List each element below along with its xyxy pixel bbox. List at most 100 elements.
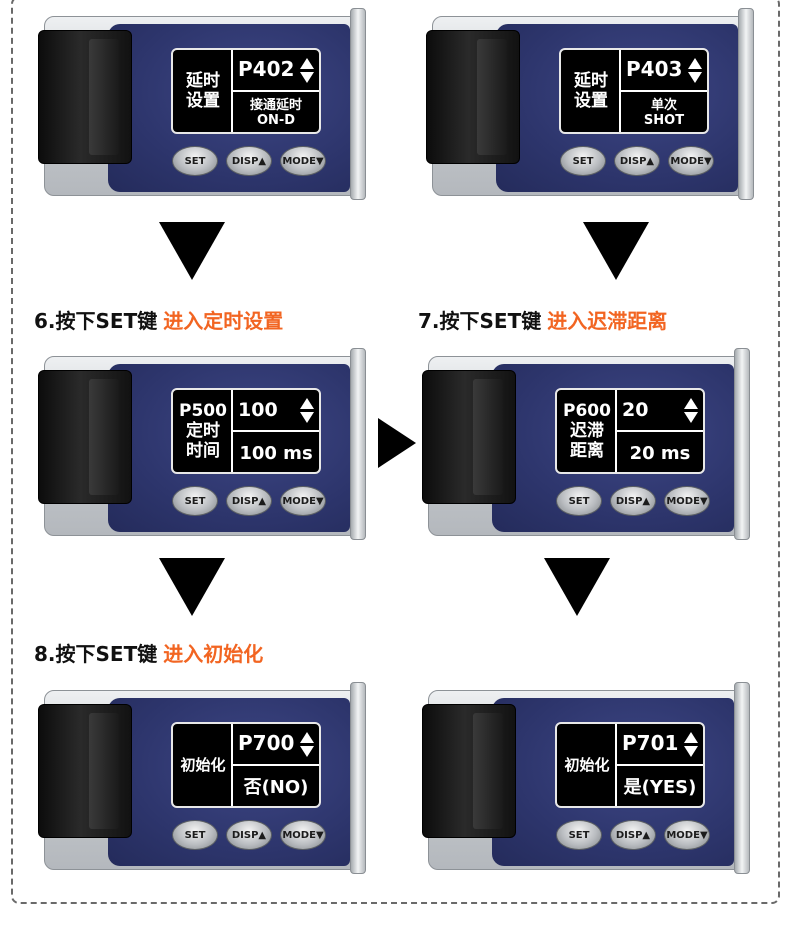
up-down-arrow-icon [297, 56, 315, 86]
set-button[interactable]: SET [172, 486, 218, 516]
step-7-action: 进入迟滞距离 [547, 309, 668, 333]
value-line-1: 接通延时 [249, 98, 302, 113]
lcd-divider-horizontal [233, 90, 319, 92]
lcd-left-label: P500 定时 时间 [177, 390, 229, 472]
lcd-parameter-code: P403 [626, 57, 683, 81]
step-6-label: 6.按下SET键进入定时设置 [34, 305, 283, 334]
lcd-display: P600 迟滞 距离 20 20 ms [555, 388, 705, 474]
down-arrow-icon [159, 558, 225, 616]
mode-button[interactable]: MODE▼ [280, 146, 326, 176]
lcd-display: 延时设置 P403 单次 SHOT [559, 48, 709, 134]
sensor-device-p500: P500 定时 时间 100 100 ms SET DISP▲ MODE▼ [38, 346, 366, 540]
mode-button[interactable]: MODE▼ [280, 486, 326, 516]
disp-button[interactable]: DISP▲ [226, 820, 272, 850]
lcd-divider-horizontal [233, 764, 319, 766]
sensor-device-p402: 延时设置 P402 接通延时 ON-D SET DISP▲ MODE▼ [38, 6, 366, 200]
sensor-device-p700: 初始化 P700 否(NO) SET DISP▲ MODE▼ [38, 680, 366, 874]
connector-clip [422, 370, 516, 504]
lcd-divider-vertical [231, 390, 233, 472]
mode-button[interactable]: MODE▼ [664, 486, 710, 516]
step-8-action: 进入初始化 [163, 642, 264, 666]
lcd-value: 接通延时 ON-D [235, 94, 317, 132]
lcd-divider-vertical [231, 50, 233, 132]
lcd-left-label: 初始化 [564, 756, 610, 774]
side-rail [738, 8, 754, 200]
up-down-arrow-icon [297, 730, 315, 760]
lcd-divider-vertical [619, 50, 621, 132]
lcd-parameter-value: 20 [622, 399, 649, 421]
set-button[interactable]: SET [172, 820, 218, 850]
sensor-device-p701: 初始化 P701 是(YES) SET DISP▲ MODE▼ [422, 680, 750, 874]
step-6-prefix: 6.按下SET键 [34, 309, 158, 333]
disp-button[interactable]: DISP▲ [610, 486, 656, 516]
disp-button[interactable]: DISP▲ [226, 146, 272, 176]
step-7-prefix: 7.按下SET键 [418, 309, 542, 333]
up-down-arrow-icon [681, 396, 699, 426]
down-arrow-icon [583, 222, 649, 280]
lcd-value: 20 ms [629, 442, 691, 464]
side-rail [734, 348, 750, 540]
disp-button[interactable]: DISP▲ [610, 820, 656, 850]
lcd-display: 初始化 P701 是(YES) [555, 722, 705, 808]
step-8-label: 8.按下SET键进入初始化 [34, 638, 263, 667]
connector-clip [38, 30, 132, 164]
lcd-value: 是(YES) [623, 776, 697, 798]
left-line-3: 距离 [570, 441, 604, 461]
step-6-action: 进入定时设置 [163, 309, 284, 333]
lcd-divider-vertical [231, 724, 233, 806]
lcd-parameter-code: P402 [238, 57, 295, 81]
right-arrow-icon [378, 418, 416, 468]
lcd-divider-horizontal [621, 90, 707, 92]
value-line-2: SHOT [643, 113, 685, 128]
up-down-arrow-icon [297, 396, 315, 426]
mode-button[interactable]: MODE▼ [668, 146, 714, 176]
left-line-1: P500 [179, 401, 227, 421]
set-button[interactable]: SET [556, 820, 602, 850]
value-line-1: 单次 [650, 98, 677, 113]
set-button[interactable]: SET [556, 486, 602, 516]
disp-button[interactable]: DISP▲ [614, 146, 660, 176]
mode-button[interactable]: MODE▼ [664, 820, 710, 850]
lcd-value: 100 ms [239, 442, 313, 464]
connector-clip [38, 704, 132, 838]
lcd-divider-vertical [615, 724, 617, 806]
lcd-left-label: P600 迟滞 距离 [561, 390, 613, 472]
side-rail [350, 682, 366, 874]
lcd-left-label: 延时设置 [186, 71, 220, 111]
lcd-display: 初始化 P700 否(NO) [171, 722, 321, 808]
connector-clip [422, 704, 516, 838]
lcd-display: P500 定时 时间 100 100 ms [171, 388, 321, 474]
sensor-device-p403: 延时设置 P403 单次 SHOT SET DISP▲ MODE▼ [426, 6, 754, 200]
down-arrow-icon [159, 222, 225, 280]
lcd-parameter-value: 100 [238, 399, 278, 421]
side-rail [734, 682, 750, 874]
up-down-arrow-icon [681, 730, 699, 760]
lcd-left-label: 初始化 [180, 756, 226, 774]
dashed-frame [11, 0, 780, 904]
lcd-divider-horizontal [233, 430, 319, 432]
lcd-parameter-code: P700 [238, 731, 295, 755]
lcd-divider-vertical [615, 390, 617, 472]
up-down-arrow-icon [685, 56, 703, 86]
lcd-value: 单次 SHOT [623, 94, 705, 132]
mode-button[interactable]: MODE▼ [280, 820, 326, 850]
lcd-divider-horizontal [617, 430, 703, 432]
down-arrow-icon [544, 558, 610, 616]
left-line-2: 迟滞 [570, 421, 604, 441]
set-button[interactable]: SET [560, 146, 606, 176]
disp-button[interactable]: DISP▲ [226, 486, 272, 516]
lcd-parameter-code: P701 [622, 731, 679, 755]
lcd-left-label: 延时设置 [574, 71, 608, 111]
side-rail [350, 8, 366, 200]
sensor-device-p600: P600 迟滞 距离 20 20 ms SET DISP▲ MODE▼ [422, 346, 750, 540]
lcd-value: 否(NO) [243, 776, 309, 798]
connector-clip [38, 370, 132, 504]
connector-clip [426, 30, 520, 164]
lcd-divider-horizontal [617, 764, 703, 766]
lcd-display: 延时设置 P402 接通延时 ON-D [171, 48, 321, 134]
left-line-2: 定时 [186, 421, 220, 441]
side-rail [350, 348, 366, 540]
step-8-prefix: 8.按下SET键 [34, 642, 158, 666]
value-line-2: ON-D [256, 113, 296, 128]
set-button[interactable]: SET [172, 146, 218, 176]
